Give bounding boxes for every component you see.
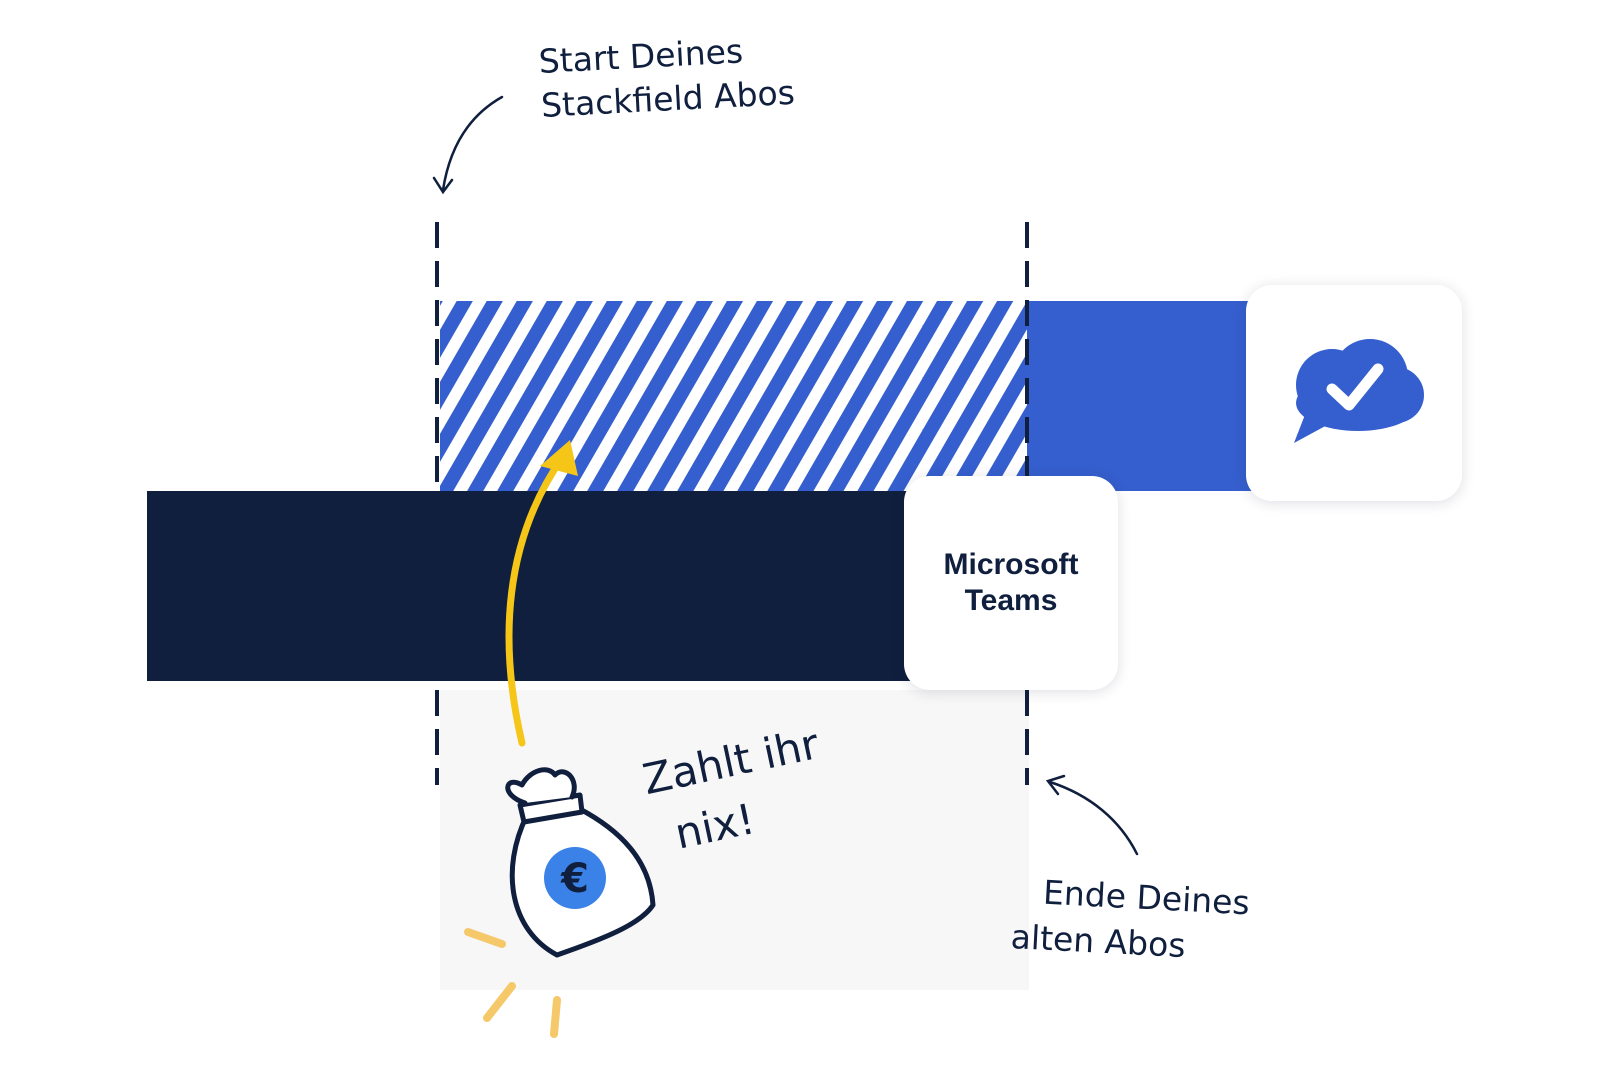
stackfield-overlap-bar	[440, 301, 1027, 491]
money-bag-euro-icon: €	[505, 767, 656, 958]
new-tool-card	[1246, 285, 1462, 501]
start-arrow-icon	[432, 95, 504, 195]
old-tool-card: Microsoft Teams	[904, 476, 1118, 690]
start-subscription-label: Start Deines Stackfield Abos	[537, 31, 796, 125]
stackfield-logo-icon	[1294, 339, 1424, 443]
stackfield-bar	[1027, 301, 1257, 491]
svg-text:€: €	[560, 856, 589, 902]
old-subscription-bar	[147, 491, 927, 681]
yellow-curved-arrow-icon	[505, 440, 578, 747]
end-arrow-icon	[1045, 774, 1139, 856]
end-subscription-label: Ende Deines alten Abos	[1009, 872, 1251, 966]
old-tool-name: Microsoft Teams	[943, 548, 1079, 617]
sparkle-icon	[464, 928, 561, 1038]
